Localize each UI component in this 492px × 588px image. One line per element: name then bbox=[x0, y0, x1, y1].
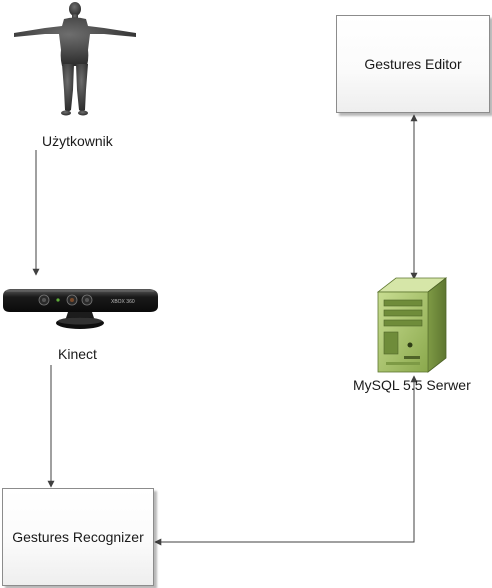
server-tower-icon bbox=[376, 277, 448, 373]
user-label: Użytkownik bbox=[42, 133, 113, 149]
human-figure-icon bbox=[14, 2, 136, 116]
kinect-label: Kinect bbox=[58, 346, 97, 362]
edge-recognizer-server bbox=[154, 375, 418, 546]
server-label: MySQL 5.5 Serwer bbox=[353, 377, 471, 393]
gestures-recognizer-box: Gestures Recognizer bbox=[2, 488, 154, 586]
gestures-editor-label: Gestures Editor bbox=[364, 56, 462, 72]
kinect-device-text: XBOX 360 bbox=[111, 299, 135, 305]
gestures-recognizer-label: Gestures Recognizer bbox=[12, 529, 144, 545]
gestures-editor-box: Gestures Editor bbox=[336, 15, 490, 113]
kinect-sensor-icon: XBOX 360 bbox=[3, 289, 158, 329]
